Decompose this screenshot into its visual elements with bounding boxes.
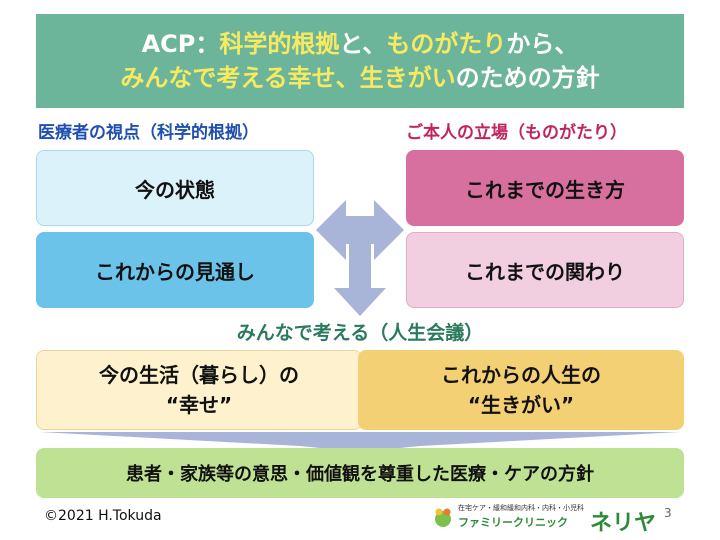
clinic-logo: 在宅ケア・緩和緩和内科・内科・小児科 ファミリークリニック ネリヤ	[432, 502, 656, 536]
relations-so-far-box: これまでの関わり	[406, 232, 684, 308]
daily-line-2: “幸せ”	[165, 393, 233, 417]
copyright-text: ©2021 H.Tokuda	[44, 508, 162, 524]
title-line-2: みんなで考える幸せ、生きがいのための方針	[120, 61, 599, 95]
clinic-name: ファミリークリニック	[458, 516, 568, 529]
title-text: から、	[506, 30, 579, 58]
funnel-arrow	[40, 432, 680, 446]
think-together-heading: みんなで考える（人生会議）	[236, 322, 484, 344]
page-number: 3	[664, 506, 672, 520]
title-line-1: ACP：科学的根拠と、ものがたりから、	[142, 27, 579, 61]
clinic-brand: ネリヤ	[590, 511, 657, 536]
title-highlight: 科学的根拠	[219, 30, 340, 58]
double-arrow	[316, 200, 404, 260]
clinic-logo-icon	[435, 508, 451, 527]
purpose-in-life-box: これからの人生の “生きがい”	[358, 350, 684, 430]
current-state-box: 今の状態	[36, 150, 314, 226]
clinic-subtitle: 在宅ケア・緩和緩和内科・内科・小児科	[458, 504, 584, 512]
title-text: ACP：	[141, 30, 220, 58]
title-text: のための方針	[455, 64, 600, 92]
title-banner: ACP：科学的根拠と、ものがたりから、 みんなで考える幸せ、生きがいのための方針	[36, 14, 684, 108]
title-text: と、	[339, 30, 387, 58]
ikigai-line-2: “生きがい”	[467, 393, 575, 417]
life-so-far-box: これまでの生き方	[406, 150, 684, 226]
daily-happiness-box: 今の生活（暮らし）の “幸せ”	[36, 350, 362, 430]
future-outlook-box: これからの見通し	[36, 232, 314, 308]
title-highlight: ものがたり	[386, 30, 507, 58]
down-arrow	[334, 244, 386, 316]
ikigai-line-1: これからの人生の	[441, 363, 601, 387]
care-policy-box: 患者・家族等の意思・価値観を尊重した医療・ケアの方針	[36, 448, 684, 498]
daily-line-1: 今の生活（暮らし）の	[99, 363, 299, 387]
title-highlight: みんなで考える幸せ、生きがい	[120, 64, 456, 92]
patient-perspective-heading: ご本人の立場（ものがたり）	[406, 123, 627, 143]
medical-perspective-heading: 医療者の視点（科学的根拠）	[38, 123, 259, 143]
